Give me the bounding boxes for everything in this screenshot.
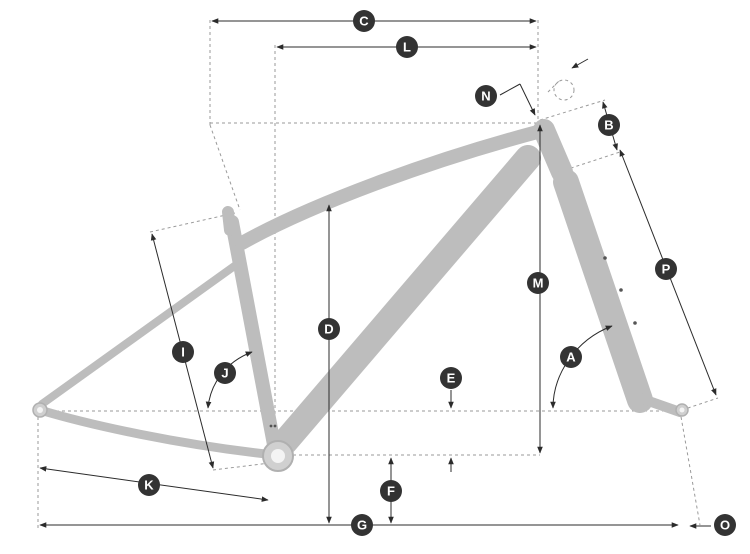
badge-p: P [655, 258, 677, 280]
head-angle-reference-circle [553, 79, 575, 101]
bike-frame [32, 119, 689, 472]
svg-text:C: C [359, 14, 369, 29]
svg-text:K: K [144, 478, 154, 493]
chain-stay [35, 405, 280, 460]
dim-n-line [519, 83, 536, 116]
dim-a-arc [550, 325, 613, 409]
svg-text:O: O [720, 518, 730, 533]
svg-text:I: I [181, 345, 185, 360]
badge-f: F [380, 480, 402, 502]
svg-text:L: L [403, 40, 411, 55]
svg-text:A: A [566, 350, 576, 365]
badge-b: B [598, 114, 620, 136]
badge-i: I [172, 341, 194, 363]
svg-text:N: N [481, 89, 490, 104]
bottom-bracket-hole [271, 449, 285, 463]
fork-dropout [635, 393, 685, 417]
badge-m: M [527, 272, 549, 294]
badge-n: N [475, 85, 497, 107]
badge-g: G [351, 514, 373, 536]
fork-leg [553, 169, 653, 413]
dimension-lines [39, 18, 717, 529]
svg-text:P: P [662, 262, 671, 277]
svg-text:F: F [387, 484, 395, 499]
badge-c: C [353, 10, 375, 32]
svg-text:E: E [447, 371, 456, 386]
svg-text:M: M [533, 276, 544, 291]
svg-text:J: J [221, 366, 228, 381]
seat-tube [225, 215, 282, 457]
label-badges: C L N B P M D I [138, 10, 736, 536]
svg-text:G: G [357, 518, 367, 533]
badge-l: L [396, 36, 418, 58]
seat-post-collar [222, 206, 236, 236]
top-tube [235, 123, 552, 250]
seat-stay [38, 258, 244, 408]
svg-text:B: B [604, 118, 613, 133]
guide-lines [37, 20, 719, 530]
badge-d: D [318, 318, 340, 340]
down-tube [272, 145, 541, 455]
head-tube [533, 119, 573, 183]
svg-text:D: D [324, 322, 333, 337]
badge-o: O [714, 514, 736, 536]
badge-j: J [214, 362, 236, 384]
badge-k: K [138, 474, 160, 496]
badge-a: A [560, 346, 582, 368]
badge-e: E [440, 367, 462, 389]
